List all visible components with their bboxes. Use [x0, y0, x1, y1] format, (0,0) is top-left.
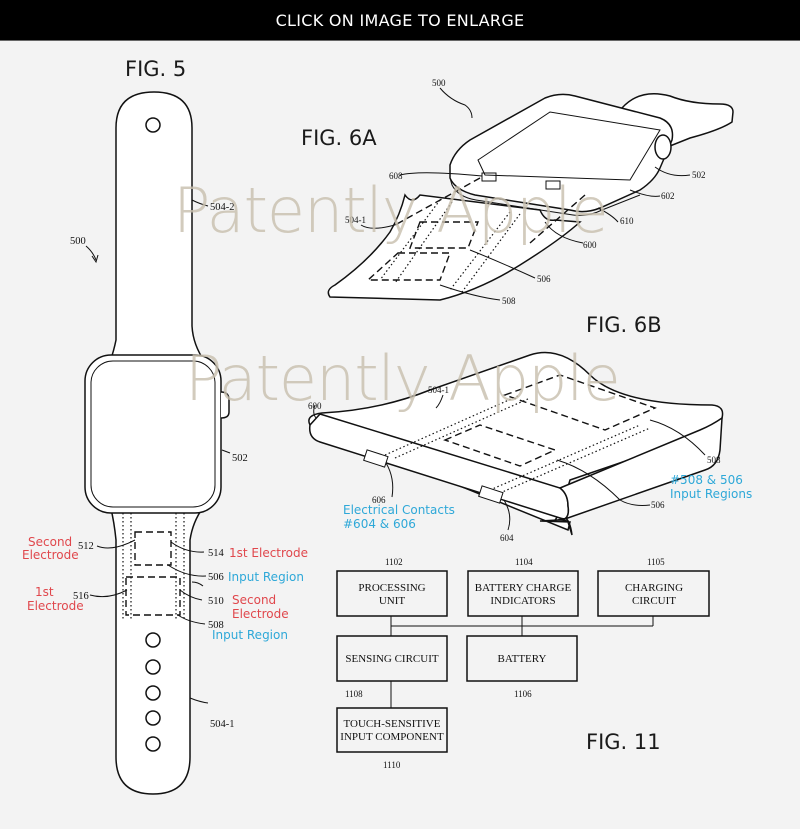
svg-text:610: 610 — [620, 216, 634, 226]
block-charging-circuit: CHARGING CIRCUIT 1105 — [597, 557, 710, 617]
block-touch-sensitive-input-component: TOUCH-SENSITIVE INPUT COMPONENT 1110 — [336, 707, 448, 770]
svg-text:508: 508 — [502, 296, 516, 306]
block-processing-unit: PROCESSING UNIT 1102 — [336, 557, 448, 617]
svg-text:Electrode: Electrode — [232, 607, 289, 621]
svg-text:BATTERY: BATTERY — [498, 653, 547, 665]
watch-body-502 — [84, 354, 222, 514]
svg-text:1106: 1106 — [514, 689, 532, 699]
svg-text:1st Electrode: 1st Electrode — [229, 546, 308, 560]
svg-text:#604 & 606: #604 & 606 — [343, 517, 416, 531]
svg-text:600: 600 — [583, 240, 597, 250]
svg-text:1102: 1102 — [385, 557, 403, 567]
svg-text:504-2: 504-2 — [210, 202, 235, 213]
svg-text:1104: 1104 — [515, 557, 533, 567]
fig6b: FIG. 6B 504-1 600 508 506 606 604 Electr… — [308, 313, 752, 543]
banner-text: CLICK ON IMAGE TO ENLARGE — [275, 10, 525, 30]
svg-text:1st: 1st — [35, 585, 54, 599]
svg-text:1108: 1108 — [345, 689, 363, 699]
block-battery-charge-indicators: BATTERY CHARGE INDICATORS 1104 — [467, 557, 579, 617]
svg-text:516: 516 — [73, 591, 89, 602]
svg-text:504-1: 504-1 — [345, 215, 366, 225]
input-region-508 — [502, 374, 657, 431]
watch-body-502 — [449, 93, 674, 213]
block-battery: BATTERY 1106 — [466, 635, 578, 699]
input-region-508 — [125, 576, 181, 616]
svg-text:INPUT COMPONENT: INPUT COMPONENT — [340, 731, 444, 743]
svg-text:Second: Second — [232, 593, 276, 607]
svg-text:Input Region: Input Region — [228, 570, 304, 584]
svg-text:Input Region: Input Region — [212, 628, 288, 642]
band-504-1 — [308, 351, 724, 536]
band-hole-icon — [145, 632, 161, 648]
fig5-title: FIG. 5 — [125, 57, 186, 81]
arrow-500-icon — [85, 245, 97, 261]
arrow-500-icon — [439, 87, 473, 119]
svg-text:CIRCUIT: CIRCUIT — [632, 595, 676, 607]
band-hole-icon — [145, 117, 161, 133]
input-region-506 — [443, 424, 557, 467]
contacts-610-icon — [545, 180, 561, 190]
svg-text:502: 502 — [232, 453, 248, 464]
svg-text:Second: Second — [28, 535, 72, 549]
svg-text:Electrode: Electrode — [27, 599, 84, 613]
digital-crown-icon — [654, 134, 672, 160]
input-region-508 — [366, 252, 452, 281]
svg-text:512: 512 — [78, 541, 94, 552]
svg-text:604: 604 — [500, 533, 514, 543]
svg-text:1105: 1105 — [647, 557, 665, 567]
click-to-enlarge-banner[interactable]: CLICK ON IMAGE TO ENLARGE — [0, 0, 800, 40]
svg-text:606: 606 — [372, 495, 386, 505]
svg-text:BATTERY CHARGE: BATTERY CHARGE — [475, 582, 572, 594]
fig11-block-diagram: PROCESSING UNIT 1102 BATTERY CHARGE INDI… — [336, 557, 710, 770]
contacts-604-icon — [478, 485, 504, 504]
contacts-608-icon — [481, 172, 497, 182]
svg-text:Electrode: Electrode — [22, 548, 79, 562]
band-bottom-504-1 — [109, 504, 207, 795]
svg-text:600: 600 — [308, 401, 322, 411]
fig6a: FIG. 6A 500 502 — [301, 78, 734, 306]
svg-text:504-1: 504-1 — [210, 719, 235, 730]
svg-text:PROCESSING: PROCESSING — [358, 582, 425, 594]
svg-text:506: 506 — [208, 572, 224, 583]
svg-text:508: 508 — [707, 455, 721, 465]
svg-text:Electrical Contacts: Electrical Contacts — [343, 503, 455, 517]
watermark: Patently Apple — [173, 174, 608, 247]
input-region-506 — [408, 221, 480, 249]
svg-text:SENSING CIRCUIT: SENSING CIRCUIT — [345, 653, 438, 665]
svg-text:Input Regions: Input Regions — [670, 487, 752, 501]
input-region-506 — [134, 531, 172, 566]
svg-text:INDICATORS: INDICATORS — [490, 595, 555, 607]
svg-text:TOUCH-SENSITIVE: TOUCH-SENSITIVE — [344, 718, 441, 730]
fig5: FIG. 5 50 — [22, 57, 308, 795]
svg-text:CHARGING: CHARGING — [625, 582, 683, 594]
band-hole-icon — [145, 659, 161, 675]
svg-text:514: 514 — [208, 548, 225, 559]
band-hole-icon — [145, 710, 161, 726]
svg-text:UNIT: UNIT — [379, 595, 406, 607]
svg-text:506: 506 — [537, 274, 551, 284]
svg-text:602: 602 — [661, 191, 675, 201]
svg-text:506: 506 — [651, 500, 665, 510]
band-hole-icon — [145, 736, 161, 752]
svg-text:1110: 1110 — [383, 760, 401, 770]
svg-text:510: 510 — [208, 596, 224, 607]
svg-text:500: 500 — [432, 78, 446, 88]
svg-text:502: 502 — [692, 170, 706, 180]
svg-text:508: 508 — [208, 620, 224, 631]
svg-text:504-1: 504-1 — [428, 385, 449, 395]
band-hole-icon — [145, 685, 161, 701]
banner-divider — [0, 40, 800, 41]
svg-text:FIG. 6A: FIG. 6A — [301, 126, 377, 150]
svg-text:608: 608 — [389, 171, 403, 181]
svg-text:#508 & 506: #508 & 506 — [670, 473, 743, 487]
svg-text:FIG. 6B: FIG. 6B — [586, 313, 662, 337]
watermark: Patently Apple — [185, 342, 620, 415]
fig11-title: FIG. 11 — [586, 730, 661, 754]
svg-text:500: 500 — [70, 236, 86, 247]
contacts-606-icon — [363, 449, 389, 468]
block-sensing-circuit: SENSING CIRCUIT 1108 — [336, 635, 448, 699]
digital-crown-icon — [220, 391, 230, 419]
